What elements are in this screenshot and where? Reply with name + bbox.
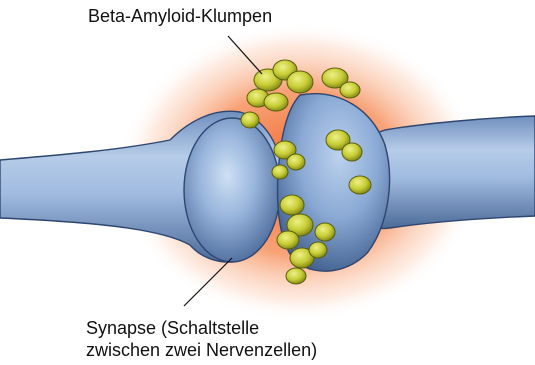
synapse-label-line-2: zwischen zwei Nervenzellen) <box>86 340 317 360</box>
synapse-label-line-1: Synapse (Schaltstelle <box>86 318 259 338</box>
amyloid-label: Beta-Amyloid-Klumpen <box>88 6 272 26</box>
left-terminal <box>184 118 280 262</box>
